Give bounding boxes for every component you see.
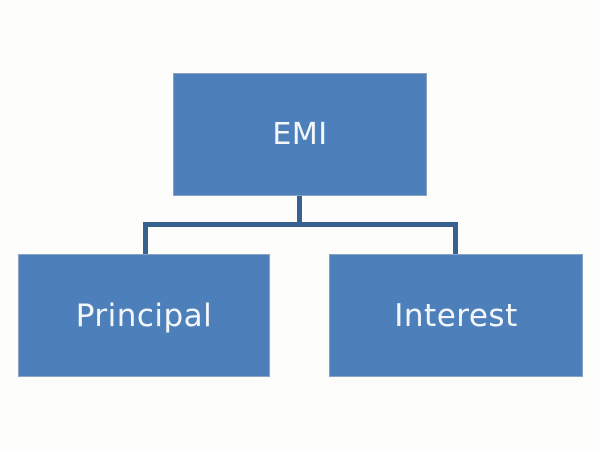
node-interest: Interest (329, 254, 583, 377)
node-principal-label: Principal (75, 297, 213, 334)
connector-emi-stem (297, 196, 302, 227)
node-emi: EMI (173, 73, 427, 196)
connector-principal-drop (143, 222, 148, 254)
connector-horizontal-line (143, 222, 458, 227)
node-principal: Principal (18, 254, 270, 377)
node-interest-label: Interest (394, 297, 518, 334)
connector-interest-drop (453, 222, 458, 254)
node-emi-label: EMI (272, 117, 328, 152)
